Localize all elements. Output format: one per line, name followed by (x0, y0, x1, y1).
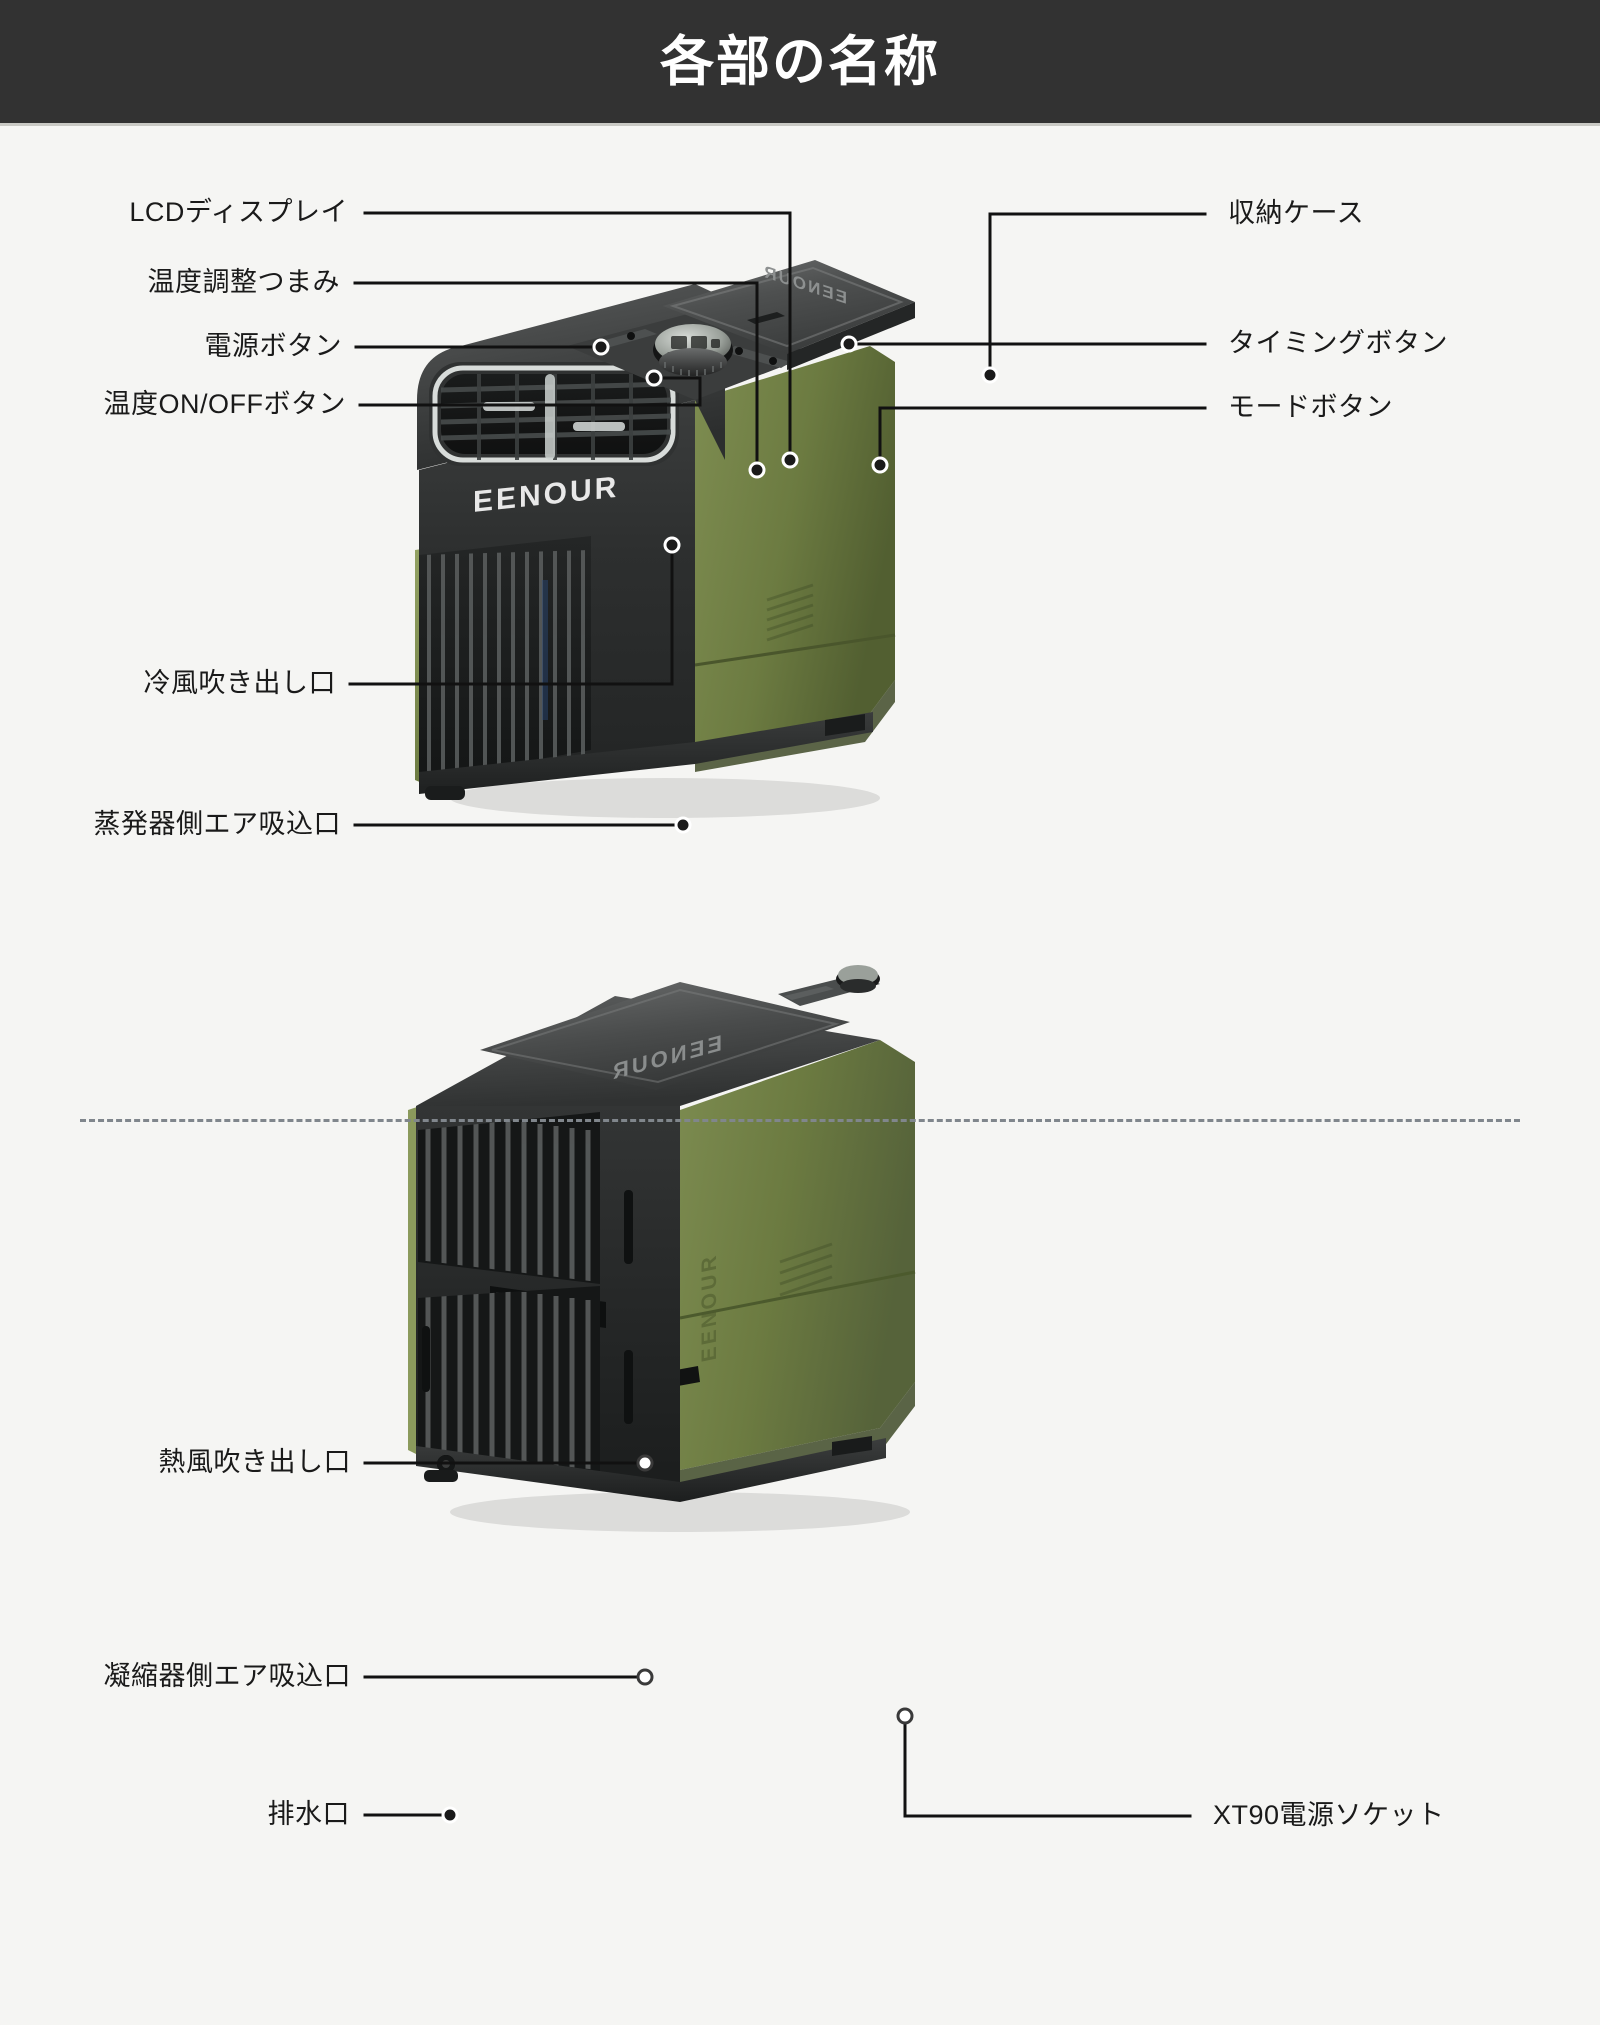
timing-button-glyph[interactable] (735, 347, 743, 355)
section-divider (80, 1119, 1520, 1122)
product-base-rear (416, 1438, 886, 1502)
product-base (419, 712, 873, 794)
callout-label-temp-knob: 温度調整つまみ (147, 267, 340, 297)
temperature-knob[interactable] (659, 348, 727, 376)
page-header: 各部の名称 (0, 0, 1600, 123)
leader-xt90-socket (903, 1714, 1192, 1818)
temp-on-off-button-glyph[interactable] (627, 332, 635, 340)
side-slot-upper (624, 1190, 633, 1264)
product-shadow-rear (450, 1492, 910, 1532)
brand-logo-side-rear: EENOUR (698, 1251, 721, 1364)
dot-storage-case (981, 366, 999, 384)
side-slot-left (422, 1326, 430, 1392)
xt90-power-socket[interactable] (676, 1366, 700, 1386)
green-body-rear (680, 1040, 915, 1470)
rear-temperature-knob[interactable] (840, 979, 876, 993)
callout-label-condenser-intake: 凝縮器側エア吸込口 (103, 1661, 351, 1691)
foot-right (825, 714, 865, 736)
dot-xt90-socket (896, 1707, 914, 1725)
mode-button-glyph[interactable] (769, 357, 777, 365)
rear-storage-case-lid[interactable] (480, 982, 850, 1090)
callout-label-xt90-socket: XT90電源ソケット (1213, 1800, 1445, 1830)
power-button-glyph[interactable] (595, 341, 603, 349)
product-shadow (450, 778, 880, 818)
dot-condenser-intake (636, 1668, 654, 1686)
rear-lid-seam (491, 988, 840, 1084)
grille-slats-upper-rear (425, 1112, 591, 1282)
callout-label-cold-air-outlet: 冷風吹き出し口 (143, 668, 336, 698)
callout-label-evaporator-intake: 蒸発器側エア吸込口 (93, 809, 341, 839)
callout-label-timing-button: タイミングボタン (1228, 328, 1448, 358)
green-base-shade-rear (680, 1382, 915, 1492)
side-vent-slits (766, 583, 814, 642)
callout-label-storage-case: 収納ケース (1228, 198, 1365, 228)
callout-label-hot-air-outlet: 熱風吹き出し口 (158, 1447, 351, 1477)
callout-label-drain-port: 排水口 (267, 1799, 350, 1829)
callout-label-power-button: 電源ボタン (204, 331, 342, 361)
header-underline (0, 123, 1600, 126)
callout-label-mode-button: モードボタン (1228, 392, 1393, 422)
product-front-view: EENOUR (395, 250, 935, 835)
callout-label-temp-on-off-button: 温度ON/OFFボタン (103, 389, 346, 419)
leader-storage-case (988, 212, 1207, 377)
foot-rear-right (832, 1436, 872, 1456)
rear-button-strip[interactable] (784, 986, 834, 1000)
brand-text-side: EENOUR (698, 1251, 721, 1364)
callout-label-lcd-display: LCDディスプレイ (129, 197, 348, 227)
green-seam-rear (679, 1270, 916, 1320)
product-rear-view: EENOUR (380, 930, 980, 1555)
green-vent-slits-rear (779, 1242, 833, 1297)
foot-rear-left (424, 1470, 458, 1482)
dot-drain-port (441, 1806, 459, 1824)
drain-port-hole (442, 1460, 450, 1468)
rear-lcd-display (838, 965, 878, 985)
page-title: 各部の名称 (660, 31, 940, 92)
side-slot-lower (624, 1350, 633, 1424)
foot-left (425, 786, 465, 800)
green-panel-seam (694, 633, 896, 667)
